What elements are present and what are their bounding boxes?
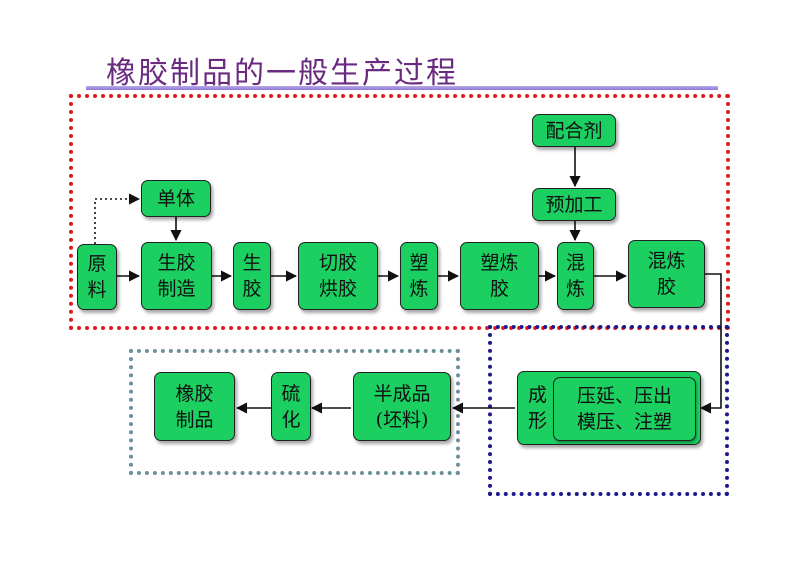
node-semi-product: 半成品 (坯料) — [353, 372, 451, 441]
node-raw-rubber: 生 胶 — [233, 242, 271, 310]
node-plasticate: 塑 炼 — [400, 242, 438, 310]
node-raw-material: 原 料 — [77, 244, 117, 310]
node-mixing: 混 炼 — [557, 242, 594, 310]
node-compounding-agent: 配合剂 — [532, 114, 616, 147]
arrow-raw-to-monomer — [94, 193, 141, 244]
node-plasticated-rubber: 塑炼 胶 — [460, 242, 539, 310]
node-vulcanize: 硫 化 — [271, 372, 311, 441]
diagram-title: 橡胶制品的一般生产过程 — [106, 56, 458, 91]
node-forming-methods: 压延、压出 模压、注塑 — [553, 377, 696, 441]
node-rubber-manufacture: 生胶 制造 — [141, 242, 212, 310]
node-rubber-product: 橡胶 制品 — [154, 372, 235, 441]
node-compound-rubber: 混炼 胶 — [628, 240, 705, 308]
node-cut-dry: 切胶 烘胶 — [298, 242, 378, 310]
forming-frame — [488, 325, 729, 496]
node-monomer: 单体 — [141, 180, 211, 217]
node-preprocess: 预加工 — [532, 188, 616, 221]
raw-processing-frame — [69, 94, 730, 330]
arrow-compound-to-forming — [699, 273, 722, 414]
forming-label: 成 形 — [528, 384, 548, 432]
title-underline — [86, 86, 718, 90]
